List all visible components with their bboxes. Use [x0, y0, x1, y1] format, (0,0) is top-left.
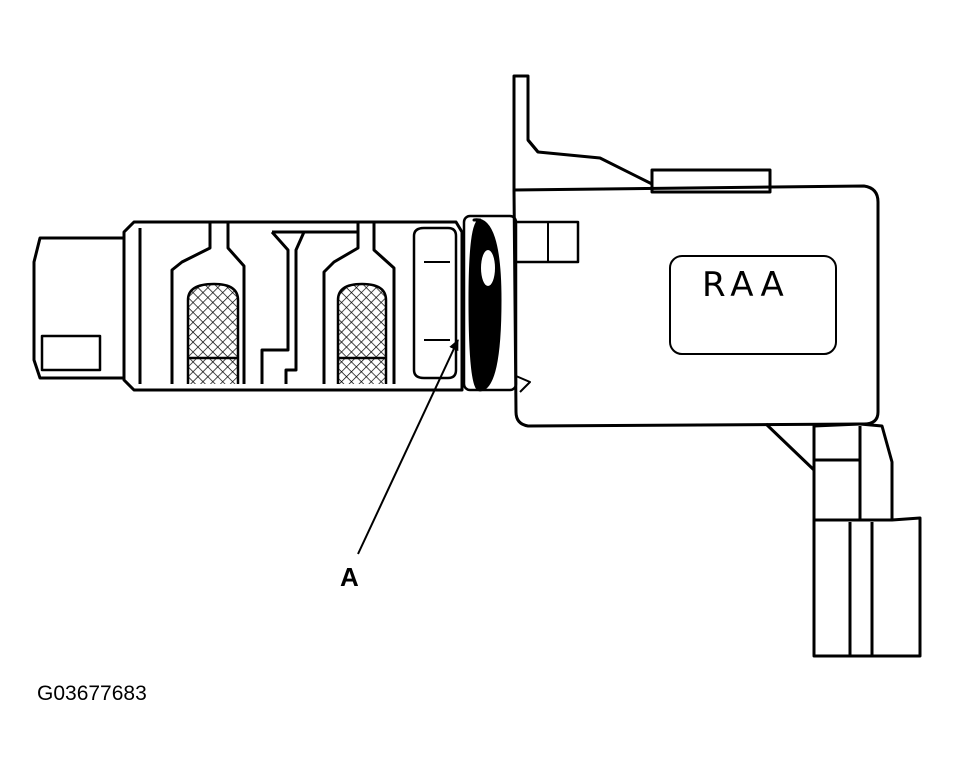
- o-ring: [462, 214, 518, 392]
- filter-screen-left: [186, 282, 240, 384]
- electrical-connector: [764, 422, 922, 658]
- nozzle-tip: [32, 236, 124, 380]
- filter-screen-right: [336, 282, 388, 384]
- figure-id: G03677683: [37, 682, 147, 705]
- callout-arrow: [357, 339, 459, 555]
- spool-valve-housing: [32, 220, 464, 392]
- solenoid-body: [512, 184, 880, 428]
- mounting-bracket: [512, 74, 772, 194]
- callout-label-a: A: [340, 562, 359, 592]
- part-marking-label: RAA: [702, 265, 790, 305]
